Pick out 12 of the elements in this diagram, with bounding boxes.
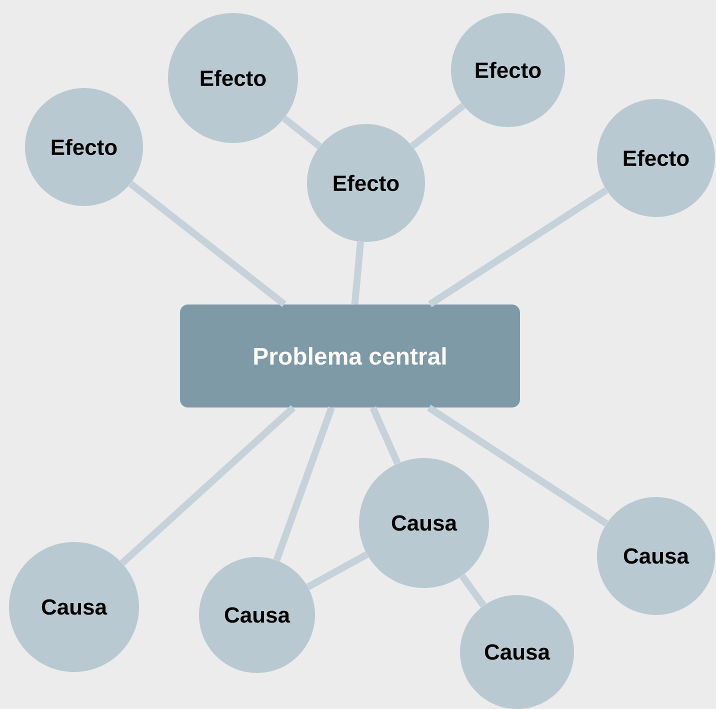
connector-line [128, 180, 286, 308]
connector-line [459, 574, 486, 608]
connector-line [370, 406, 401, 465]
connector-line [273, 406, 335, 562]
connector-line [282, 116, 322, 150]
connector-line [426, 404, 608, 527]
connector-line [306, 551, 369, 590]
problem-box: Problema central [180, 304, 520, 408]
connector-line [410, 102, 466, 149]
connector-line [120, 405, 296, 566]
connector-line [351, 242, 364, 305]
connector-line [428, 187, 608, 308]
